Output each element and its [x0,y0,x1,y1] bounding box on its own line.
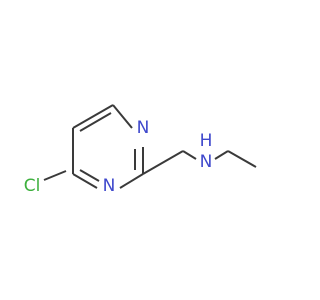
bonds [43,104,257,189]
bond-c2-ch2 [142,150,184,175]
bond-n3-c2 [119,173,144,189]
bond-c4-n3 [72,173,98,189]
bond-n1-c6 [112,104,133,129]
bond-c6-c5-inner [79,112,112,132]
atom-labels: Cl N N N H [24,118,213,196]
amine-nitrogen-label: N [200,152,213,172]
bond-cl-c4 [43,170,67,181]
bond-nh-ch3 [214,150,229,160]
nitrogen-atom-label-n3: N [103,176,116,196]
bond-ch2-nh [182,150,197,160]
bond-ch3 [227,150,257,168]
molecule-structure: Cl N N N H [24,104,257,196]
nitrogen-atom-label-n1: N [137,118,150,138]
chlorine-atom-label: Cl [24,176,41,196]
amine-hydrogen-label: H [200,131,213,151]
bond-c4-n3-inner [79,169,100,182]
bond-c6-c5 [72,104,114,129]
